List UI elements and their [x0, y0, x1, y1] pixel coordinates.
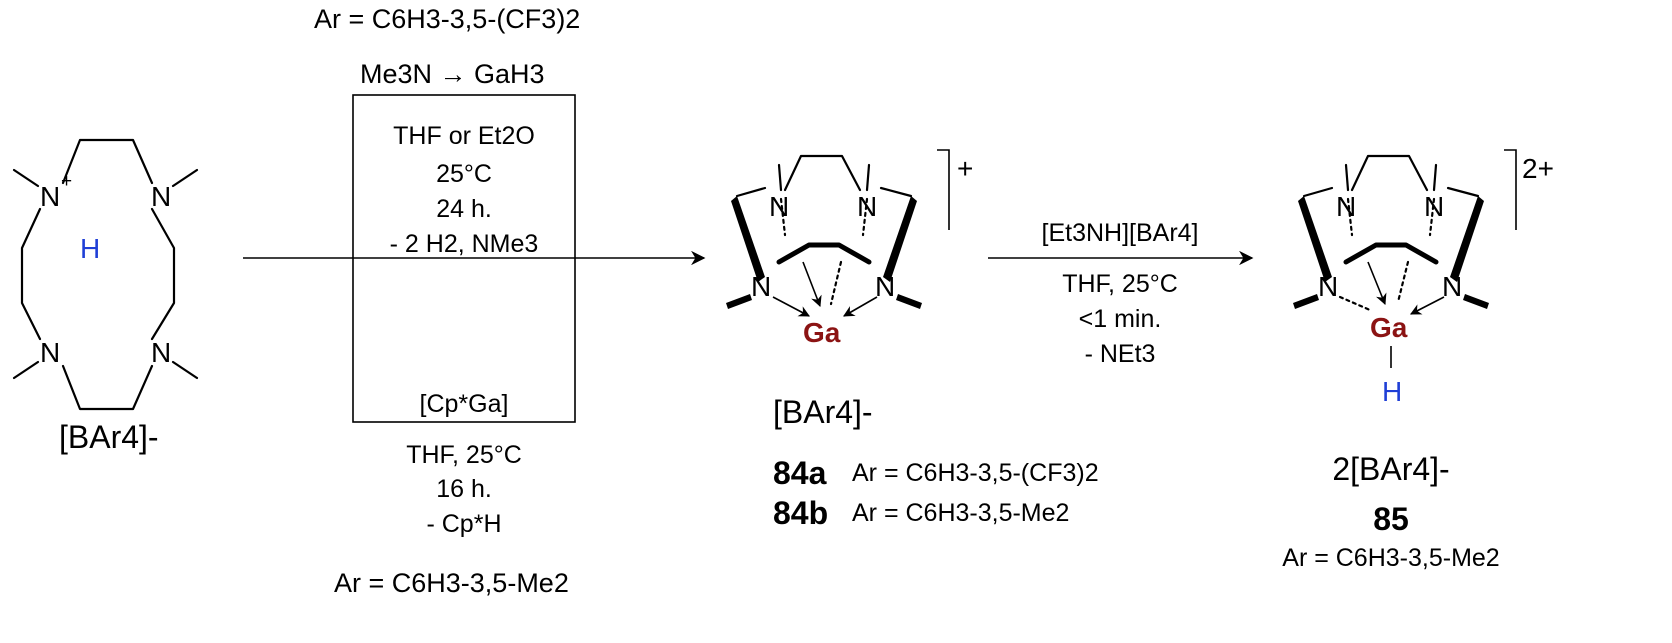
p84-n-upper-right: N — [857, 191, 877, 222]
reactant-n-top-right: N — [151, 181, 171, 212]
step2-reagent: [Et3NH][BAr4] — [1042, 219, 1199, 247]
p85-hydride: H — [1382, 376, 1402, 407]
step1-top-ar: Ar = C6H3-3,5-(CF3)2 — [314, 4, 580, 34]
step1-bottom-time: 16 h. — [436, 475, 492, 503]
p84-n-upper-left: N — [769, 191, 789, 222]
reactant-n-protonated: N — [40, 181, 60, 212]
reactant-macrocycle: N + H N N N [BAr4]- — [12, 138, 199, 455]
p85-charge: 2+ — [1522, 153, 1554, 184]
p85-label: 85 — [1373, 501, 1409, 537]
step2-solvent-temp: THF, 25°C — [1062, 270, 1178, 298]
product-84-complex: N N N N Ga + [BAr4]- — [726, 149, 973, 430]
reactant-counterion: [BAr4]- — [59, 419, 159, 455]
reactant-n-plus: + — [61, 171, 72, 192]
reactant-n-bottom-left: N — [40, 337, 60, 368]
step2-time: <1 min. — [1079, 305, 1162, 333]
step1-time: 24 h. — [436, 195, 492, 223]
p85-labels: 2[BAr4]- 85 Ar = C6H3-3,5-Me2 — [1282, 451, 1499, 572]
step2-conditions: [Et3NH][BAr4] THF, 25°C <1 min. - NEt3 — [988, 219, 1254, 368]
p85-counterion: 2[BAr4]- — [1332, 451, 1449, 487]
p85-gallium: Ga — [1370, 312, 1408, 343]
p84a-ar: Ar = C6H3-3,5-(CF3)2 — [852, 459, 1099, 487]
reactant-n-bottom-right: N — [151, 337, 171, 368]
p84-n-lower-right: N — [875, 271, 895, 302]
reactant-bridging-h: H — [80, 233, 100, 264]
step1-byproduct: - 2 H2, NMe3 — [390, 230, 539, 258]
p85-ar: Ar = C6H3-3,5-Me2 — [1282, 544, 1499, 572]
p84-counterion: [BAr4]- — [773, 394, 873, 430]
step2-byproduct: - NEt3 — [1085, 340, 1156, 368]
p84b-label: 84b — [773, 495, 828, 531]
p84-gallium: Ga — [803, 317, 841, 348]
step1-reagent-bottom: [Cp*Ga] — [420, 390, 509, 418]
p84-labels: 84a Ar = C6H3-3,5-(CF3)2 84b Ar = C6H3-3… — [773, 455, 1099, 531]
p84-n-lower-left: N — [751, 271, 771, 302]
product-85-complex: N N N N Ga H 2+ — [1293, 149, 1554, 407]
p84-charge: + — [957, 153, 973, 184]
step1-reagent-top: Me3N → GaH3 — [360, 59, 545, 89]
p85-n-lower-left: N — [1318, 271, 1338, 302]
p85-n-upper-left: N — [1336, 191, 1356, 222]
step1-conditions: Ar = C6H3-3,5-(CF3)2 Me3N → GaH3 THF or … — [243, 4, 706, 598]
step1-solvent: THF or Et2O — [393, 122, 535, 150]
p85-n-upper-right: N — [1424, 191, 1444, 222]
p85-n-lower-right: N — [1442, 271, 1462, 302]
step1-temperature: 25°C — [436, 160, 492, 188]
step1-bottom-byproduct: - Cp*H — [426, 510, 501, 538]
p84a-label: 84a — [773, 455, 827, 491]
step1-bottom-solvent-temp: THF, 25°C — [406, 441, 522, 469]
p84b-ar: Ar = C6H3-3,5-Me2 — [852, 499, 1069, 527]
step1-bottom-ar: Ar = C6H3-3,5-Me2 — [334, 568, 569, 598]
